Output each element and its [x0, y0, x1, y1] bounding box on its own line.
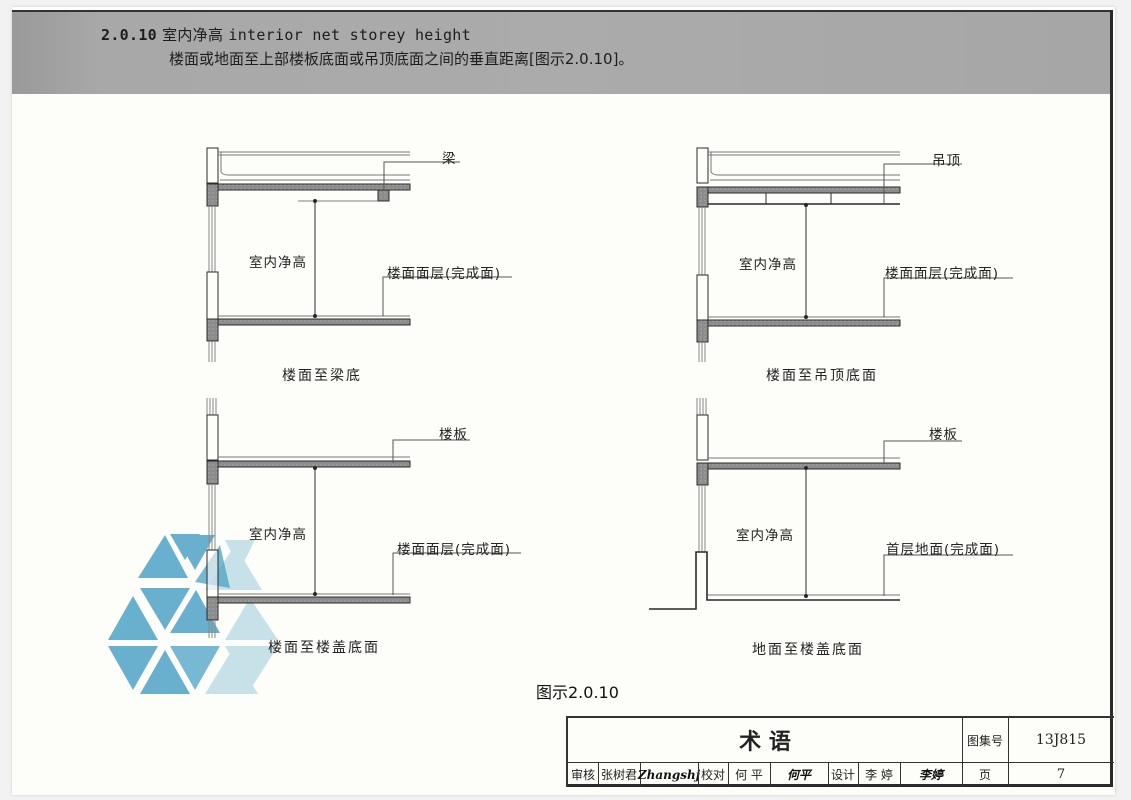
clear-height-label: 室内净高 [739, 257, 797, 273]
reviewer-name: 张树君 [600, 768, 637, 782]
diagram-caption: 楼面至吊顶底面 [766, 368, 878, 384]
section-header [12, 10, 1112, 94]
diagram-ceiling [696, 147, 1013, 362]
diagram-slab [206, 398, 521, 638]
term-definition: 楼面或地面至上部楼板底面或吊顶底面之间的垂直距离[图示2.0.10]。 [169, 50, 634, 68]
check-label: 校对 [700, 768, 725, 782]
sheet-title: 术 语 [739, 730, 791, 755]
design-label: 设计 [830, 768, 855, 782]
designer-signature: 李婷 [918, 768, 943, 782]
slab-label: 楼板 [439, 427, 468, 443]
ground-finish-label: 首层地面(完成面) [886, 542, 1001, 558]
atlas-number: 13J815 [1035, 732, 1087, 748]
diagram-caption: 地面至楼盖底面 [752, 642, 864, 658]
clear-height-label: 室内净高 [249, 255, 307, 271]
diagram-ground [649, 398, 1013, 610]
floor-finish-label: 楼面面层(完成面) [397, 542, 512, 558]
figure-caption: 图示2.0.10 [536, 683, 619, 702]
title-block: 术 语 图集号 13J815 页 7 审核 张树君 Zhangshj 校对 何 … [566, 716, 1114, 787]
designer-name: 李 婷 [865, 768, 893, 782]
clear-height-label: 室内净高 [736, 528, 794, 544]
checker-name: 何 平 [735, 768, 763, 782]
beam-label: 梁 [442, 151, 457, 167]
checker-signature: 何平 [786, 768, 811, 782]
frame-border-right [1110, 10, 1113, 786]
diagram-caption: 楼面至楼盖底面 [268, 640, 380, 656]
floor-finish-label: 楼面面层(完成面) [387, 266, 502, 282]
page-number: 7 [1056, 767, 1066, 782]
clear-height-label: 室内净高 [249, 527, 307, 543]
ceiling-label: 吊顶 [932, 153, 961, 169]
diagram-beam [206, 147, 512, 362]
section-number: 2.0.10 [101, 26, 157, 44]
atlas-label: 图集号 [966, 733, 1003, 748]
review-label: 审核 [570, 768, 595, 782]
diagram-caption: 楼面至梁底 [282, 368, 362, 384]
term-heading: 2.0.10 室内净高 interior net storey height [101, 24, 471, 45]
reviewer-signature: Zhangshj [637, 767, 701, 782]
page-label: 页 [978, 768, 991, 782]
term-english: interior net storey height [228, 26, 471, 44]
slab-label: 楼板 [929, 427, 958, 443]
frame-border-bottom [566, 784, 1113, 787]
floor-finish-label: 楼面面层(完成面) [885, 266, 1000, 282]
term-chinese: 室内净高 [162, 26, 224, 44]
